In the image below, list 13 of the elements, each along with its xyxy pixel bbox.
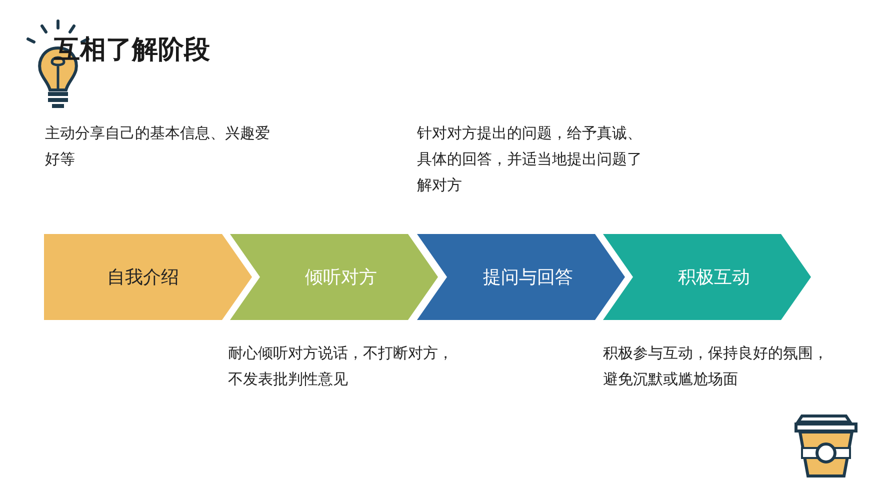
description-text: 针对对方提出的问题，给予真诚、具体的回答，并适当地提出问题了解对方	[417, 123, 643, 196]
chevron-step	[603, 234, 811, 320]
title: 互相了解阶段	[54, 34, 210, 67]
description-text: 耐心倾听对方说话，不打断对方，不发表批判性意见	[228, 343, 454, 390]
chevron-step	[44, 234, 252, 320]
chevron-step	[230, 234, 438, 320]
description-text: 主动分享自己的基本信息、兴趣爱好等	[45, 123, 271, 170]
step-label: 倾听对方	[305, 266, 377, 289]
step-label: 自我介绍	[107, 266, 179, 289]
chevron-step	[417, 234, 625, 320]
step-label: 提问与回答	[483, 266, 573, 289]
step-label: 积极互动	[678, 266, 750, 289]
description-text: 积极参与互动，保持良好的氛围，避免沉默或尴尬场面	[603, 343, 829, 390]
